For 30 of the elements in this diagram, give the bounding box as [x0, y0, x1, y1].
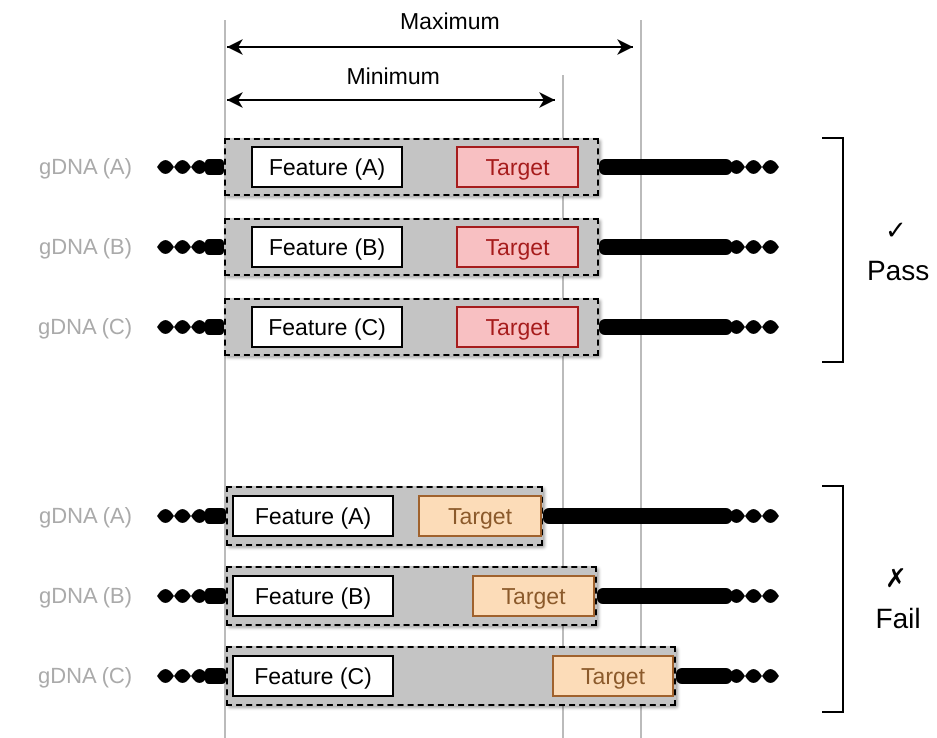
target-box: Target: [456, 226, 579, 268]
sequence-region-box: [226, 646, 676, 706]
result-label: Fail: [876, 603, 921, 635]
target-box: Target: [456, 306, 579, 348]
feature-box: Feature (B): [251, 226, 403, 268]
result-label: Pass: [867, 255, 930, 287]
dimension-label: Minimum: [346, 63, 440, 90]
sequence-label: gDNA (A): [39, 154, 132, 180]
sequence-label: gDNA (B): [39, 583, 132, 609]
check-mark: ✓: [885, 215, 907, 245]
sequence-label: gDNA (C): [38, 663, 132, 689]
sequence-region-box: [224, 138, 599, 196]
sequence-region-box: [226, 486, 543, 546]
sequence-region-box: [224, 298, 599, 356]
sequence-label: gDNA (B): [39, 234, 132, 260]
target-box: Target: [552, 655, 674, 697]
feature-box: Feature (A): [251, 146, 403, 188]
feature-box: Feature (C): [251, 306, 403, 348]
target-box: Target: [472, 575, 595, 617]
sequence-label: gDNA (A): [39, 503, 132, 529]
dimension-label: Maximum: [400, 8, 500, 35]
feature-box: Feature (C): [232, 655, 394, 697]
target-box: Target: [418, 495, 542, 537]
feature-box: Feature (B): [232, 575, 394, 617]
sequence-label: gDNA (C): [38, 314, 132, 340]
sequence-region-box: [226, 566, 597, 626]
cross-mark: ✗: [885, 563, 907, 593]
target-box: Target: [456, 146, 579, 188]
sequence-region-box: [224, 218, 599, 276]
feature-box: Feature (A): [232, 495, 394, 537]
